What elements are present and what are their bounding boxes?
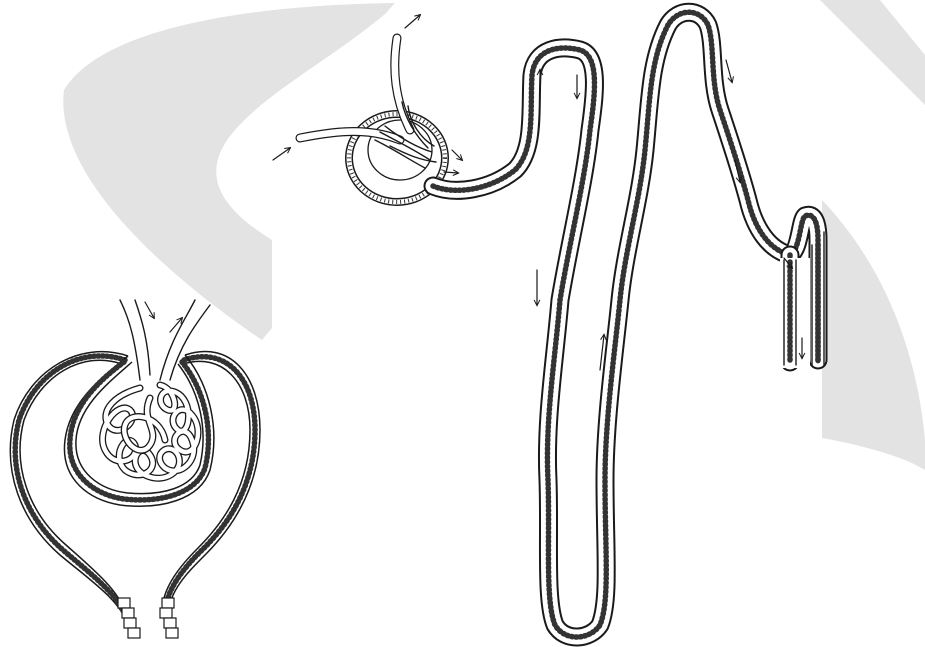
flow-arrow-in <box>273 148 290 160</box>
flow-arrow <box>726 60 732 82</box>
watermark-top-right-swoosh <box>820 0 925 105</box>
flow-arrow <box>452 150 462 160</box>
renal-corpuscle-detail <box>10 300 260 638</box>
glomerular-capillaries <box>103 385 198 478</box>
flow-arrow-out <box>405 15 420 28</box>
tubule-neck-cells <box>118 598 178 638</box>
corpuscle-vessel-afferent <box>120 300 140 380</box>
nephron <box>300 12 824 637</box>
renal-tubule <box>433 12 818 637</box>
watermark-left-swoosh <box>63 3 395 340</box>
watermark-right-swoosh <box>822 200 925 470</box>
